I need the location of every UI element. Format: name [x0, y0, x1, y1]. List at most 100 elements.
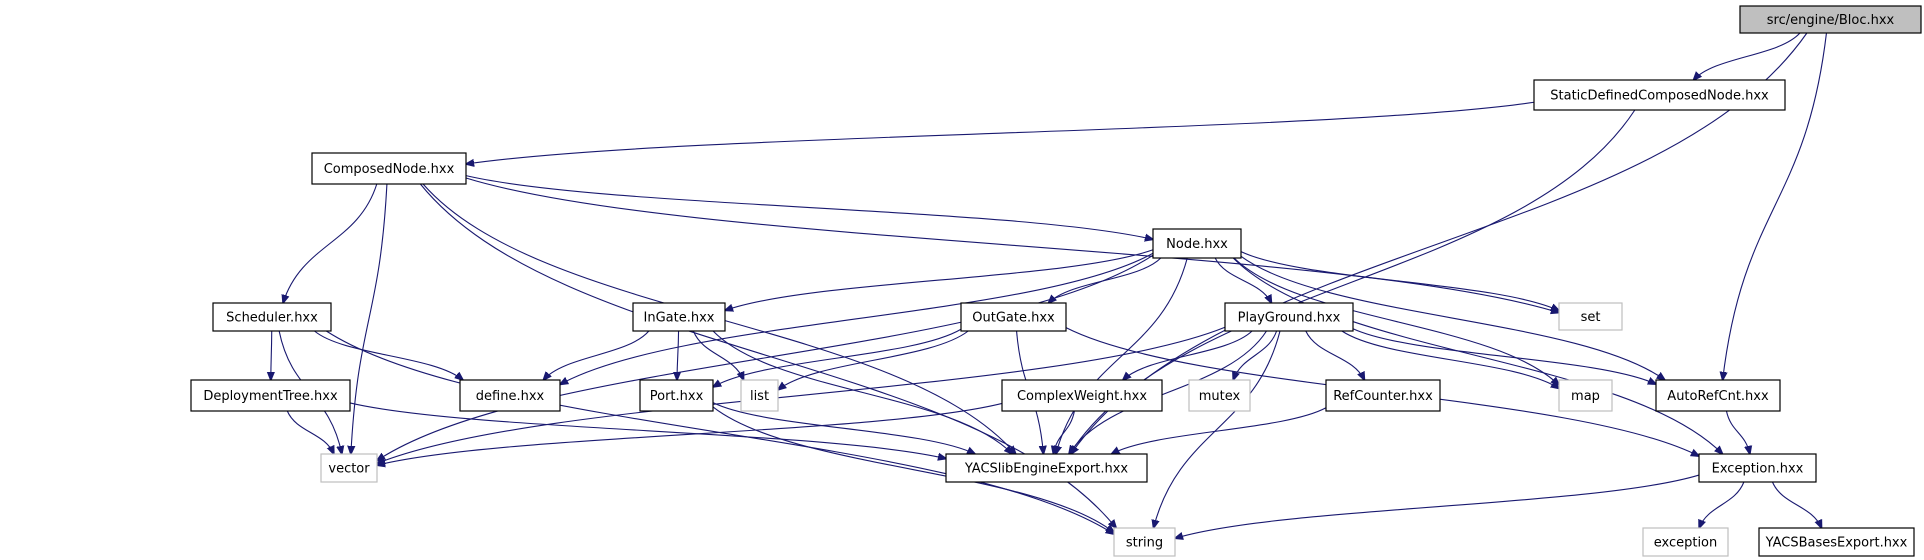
node-label: define.hxx — [476, 389, 545, 404]
node-label: ComposedNode.hxx — [324, 162, 455, 177]
edge-ingate-to-yacsengine — [712, 330, 1012, 454]
edges-layer — [271, 32, 1828, 538]
node-box[interactable] — [1558, 379, 1613, 412]
edge-bloc-to-sdcn — [1693, 32, 1801, 80]
node-box[interactable] — [945, 453, 1148, 483]
edge-node-to-ingate — [725, 249, 1154, 311]
node-exception[interactable]: exception — [1642, 527, 1729, 557]
node-box[interactable] — [639, 379, 714, 412]
edge-composed-to-vector — [351, 183, 388, 454]
node-box[interactable] — [1758, 527, 1915, 557]
nodes-layer: src/engine/Bloc.hxxStaticDefinedComposed… — [190, 5, 1922, 557]
node-yacsbases[interactable]: YACSBasesExport.hxx — [1758, 527, 1915, 557]
node-string[interactable]: string — [1113, 527, 1176, 557]
node-complexweight[interactable]: ComplexWeight.hxx — [1001, 379, 1163, 412]
node-mutex[interactable]: mutex — [1188, 379, 1251, 412]
edge-deploymenttree-to-yacsengine — [349, 402, 946, 459]
node-label: Scheduler.hxx — [226, 311, 318, 326]
edge-bloc-to-autorefcnt — [1723, 32, 1828, 380]
node-box[interactable] — [960, 302, 1067, 332]
edge-exception_hxx-to-yacsbases — [1771, 481, 1821, 528]
edge-complexweight-to-vector — [377, 402, 1003, 465]
node-box[interactable] — [190, 379, 351, 412]
node-define[interactable]: define.hxx — [459, 379, 561, 412]
node-yacsengine[interactable]: YACSlibEngineExport.hxx — [945, 453, 1148, 483]
edge-playground-to-mutex — [1233, 330, 1278, 380]
node-label: Exception.hxx — [1712, 462, 1804, 477]
node-label: list — [750, 389, 769, 404]
node-box[interactable] — [1113, 527, 1176, 557]
edge-outgate-to-port — [713, 328, 962, 387]
edge-node-to-exception_hxx — [1232, 257, 1722, 454]
node-label: ComplexWeight.hxx — [1017, 389, 1147, 404]
node-refcounter[interactable]: RefCounter.hxx — [1325, 379, 1441, 412]
node-sdcn[interactable]: StaticDefinedComposedNode.hxx — [1533, 79, 1786, 111]
edge-composed-to-scheduler — [283, 183, 378, 303]
node-box[interactable] — [1698, 453, 1817, 483]
node-box[interactable] — [1152, 228, 1242, 259]
node-label: Node.hxx — [1166, 237, 1228, 252]
node-playground[interactable]: PlayGround.hxx — [1224, 302, 1354, 332]
node-box[interactable] — [1655, 379, 1781, 412]
edge-playground-to-string — [1153, 330, 1281, 528]
node-box[interactable] — [311, 152, 467, 185]
node-label: OutGate.hxx — [972, 311, 1055, 326]
edge-scheduler-to-define — [314, 330, 463, 380]
node-label: InGate.hxx — [644, 311, 715, 326]
node-vector[interactable]: vector — [320, 453, 378, 483]
edge-sdcn-to-composed — [466, 101, 1535, 164]
node-label: map — [1571, 389, 1600, 404]
node-set[interactable]: set — [1558, 302, 1623, 331]
node-exception_hxx[interactable]: Exception.hxx — [1698, 453, 1817, 483]
node-composed[interactable]: ComposedNode.hxx — [311, 152, 467, 185]
node-box[interactable] — [1325, 379, 1441, 412]
node-outgate[interactable]: OutGate.hxx — [960, 302, 1067, 332]
edge-composed-to-set — [465, 177, 1559, 313]
node-box[interactable] — [1533, 79, 1786, 111]
node-box[interactable] — [320, 453, 378, 483]
node-box[interactable] — [1224, 302, 1354, 332]
node-box[interactable] — [1642, 527, 1729, 557]
edge-playground-to-refcounter — [1305, 330, 1365, 380]
edge-ingate-to-port — [677, 330, 679, 380]
node-label: mutex — [1199, 389, 1241, 404]
edge-composed-to-node — [465, 175, 1153, 240]
edge-ingate-to-list — [692, 330, 743, 380]
node-box[interactable] — [1188, 379, 1251, 412]
node-ingate[interactable]: InGate.hxx — [632, 302, 726, 332]
node-box[interactable] — [459, 379, 561, 412]
edge-exception_hxx-to-exception — [1699, 481, 1745, 528]
edge-port-to-string — [712, 406, 1114, 533]
edge-playground-to-yacsengine — [1069, 330, 1267, 454]
node-box[interactable] — [212, 302, 332, 332]
node-list[interactable]: list — [740, 379, 779, 412]
edge-node-to-define — [560, 252, 1154, 384]
node-scheduler[interactable]: Scheduler.hxx — [212, 302, 332, 332]
node-box[interactable] — [1001, 379, 1163, 412]
node-label: PlayGround.hxx — [1238, 311, 1341, 326]
node-label: Port.hxx — [650, 389, 704, 404]
node-label: string — [1126, 536, 1163, 551]
edge-node-to-vector — [377, 254, 1154, 460]
edge-node-to-map — [1233, 257, 1559, 385]
edge-outgate-to-list — [778, 330, 969, 390]
edge-playground-to-complexweight — [1123, 330, 1253, 380]
edge-autorefcnt-to-exception_hxx — [1725, 410, 1749, 454]
node-map[interactable]: map — [1558, 379, 1613, 412]
node-bloc[interactable]: src/engine/Bloc.hxx — [1739, 5, 1922, 34]
edge-deploymenttree-to-vector — [286, 410, 334, 454]
node-box[interactable] — [632, 302, 726, 332]
edge-playground-to-autorefcnt — [1352, 328, 1656, 384]
node-deploymenttree[interactable]: DeploymentTree.hxx — [190, 379, 351, 412]
node-node[interactable]: Node.hxx — [1152, 228, 1242, 259]
edge-refcounter-to-yacsengine — [1111, 407, 1327, 454]
node-box[interactable] — [1739, 5, 1922, 34]
edge-port-to-yacsengine — [712, 402, 975, 454]
edge-node-to-set — [1240, 251, 1559, 311]
node-autorefcnt[interactable]: AutoRefCnt.hxx — [1655, 379, 1781, 412]
node-label: AutoRefCnt.hxx — [1667, 389, 1769, 404]
node-port[interactable]: Port.hxx — [639, 379, 714, 412]
node-box[interactable] — [740, 379, 779, 412]
node-box[interactable] — [1558, 302, 1623, 331]
